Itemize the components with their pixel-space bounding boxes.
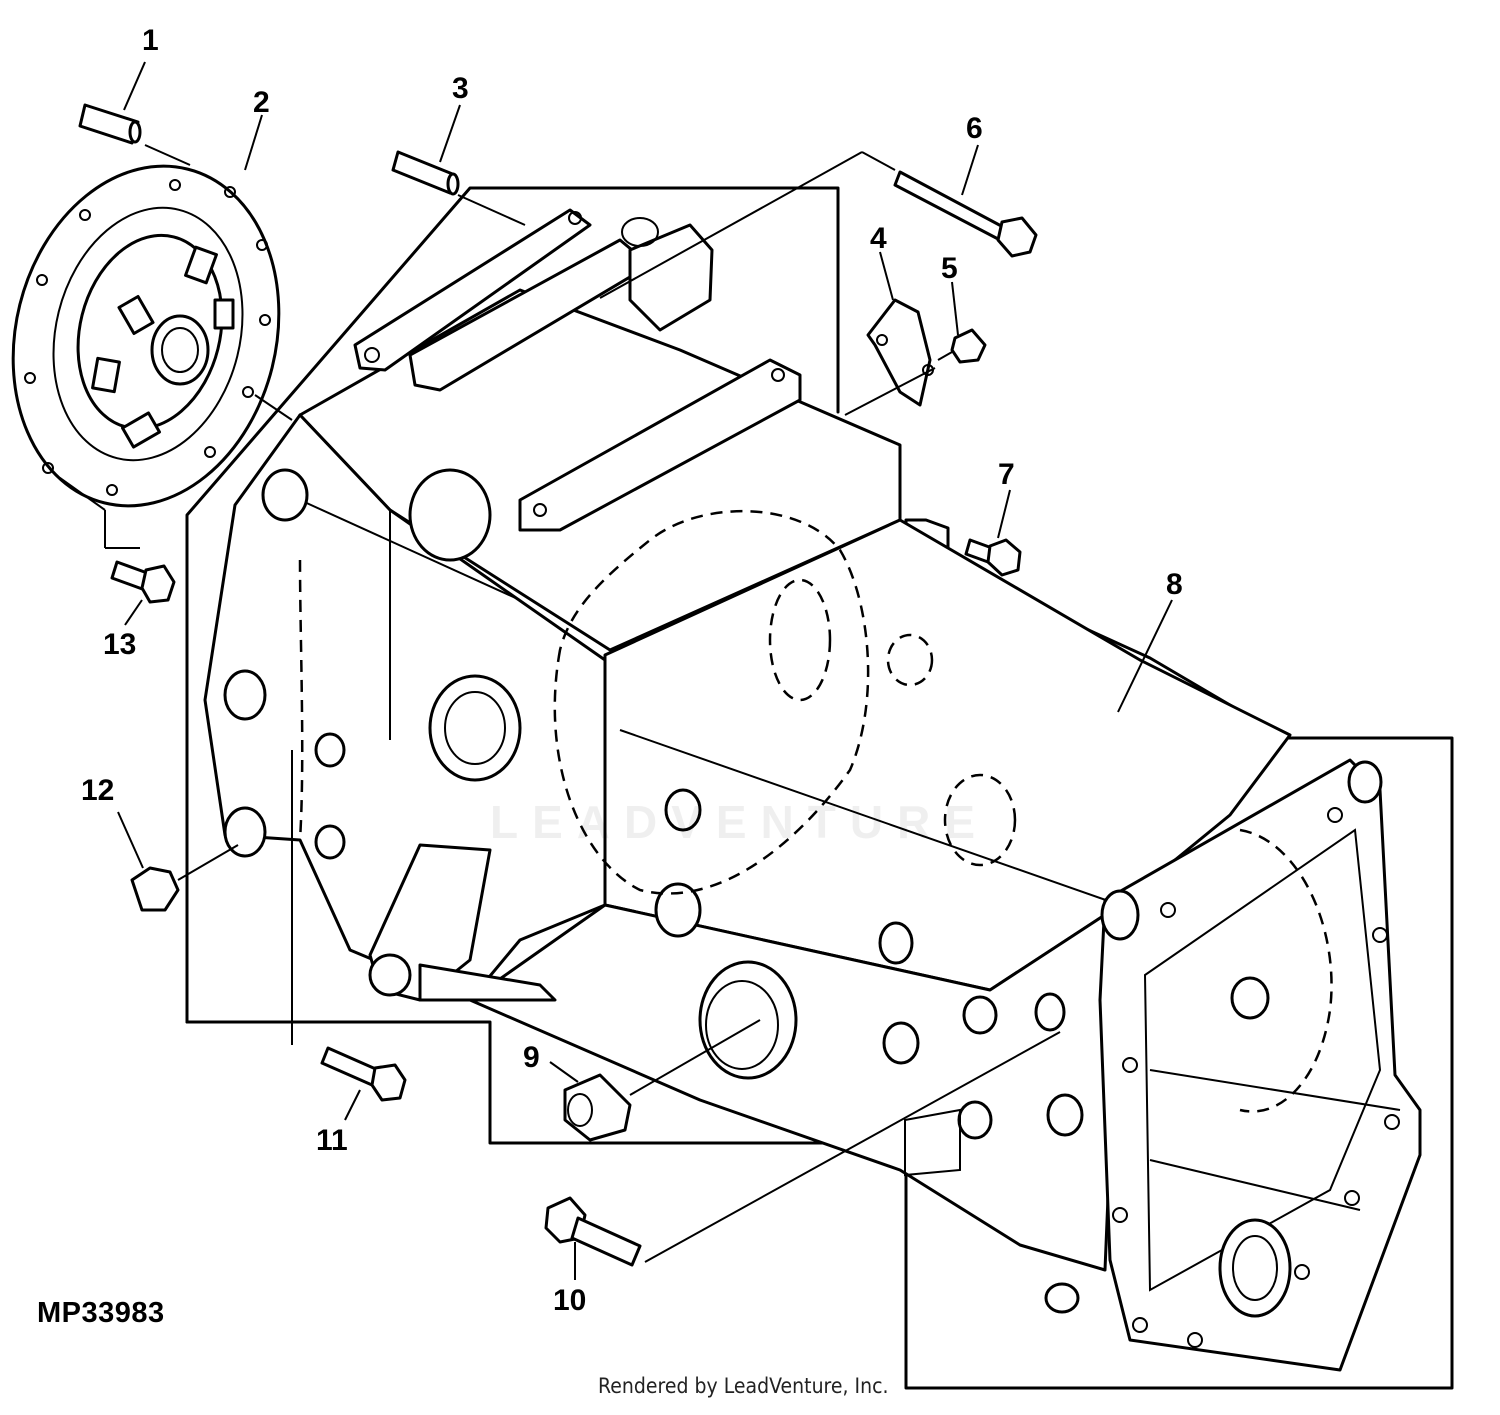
part-8-leader: [1117, 599, 1173, 713]
callout-13: 13: [103, 628, 137, 661]
callout-12: 12: [81, 774, 115, 807]
callout-7: 7: [998, 458, 1015, 491]
part-9-bushing: [549, 960, 798, 1142]
callout-6: 6: [966, 112, 983, 145]
part-13-bolt: [104, 510, 176, 626]
part-12-nut: [117, 811, 239, 912]
callout-5: 5: [941, 252, 958, 285]
render-credit: Rendered by LeadVenture, Inc.: [598, 1374, 889, 1398]
group-brackets: [185, 186, 1454, 1390]
part-1-pin: [78, 61, 191, 166]
callout-3: 3: [452, 72, 469, 105]
callout-11: 11: [316, 1124, 348, 1157]
part-6-bolt: [599, 144, 1038, 299]
callout-9: 9: [523, 1041, 540, 1074]
part-3-pin: [391, 104, 526, 226]
part-2-clutch-disc: [11, 114, 293, 511]
callout-1: 1: [142, 24, 159, 57]
part-11-bolt: [291, 750, 407, 1121]
callout-10: 10: [553, 1284, 587, 1317]
part-10-bolt: [544, 1031, 1061, 1280]
callout-2: 2: [253, 86, 270, 119]
drawing-code: MP33983: [37, 1297, 165, 1329]
part-4-cover-plate: [866, 251, 934, 407]
callout-4: 4: [870, 222, 887, 255]
callout-8: 8: [1166, 568, 1183, 601]
transmission-case: [203, 208, 1422, 1372]
part-5-screw: [844, 281, 987, 416]
part-7-bolt: [964, 489, 1022, 577]
watermark: LEADVENTURE: [490, 796, 990, 848]
